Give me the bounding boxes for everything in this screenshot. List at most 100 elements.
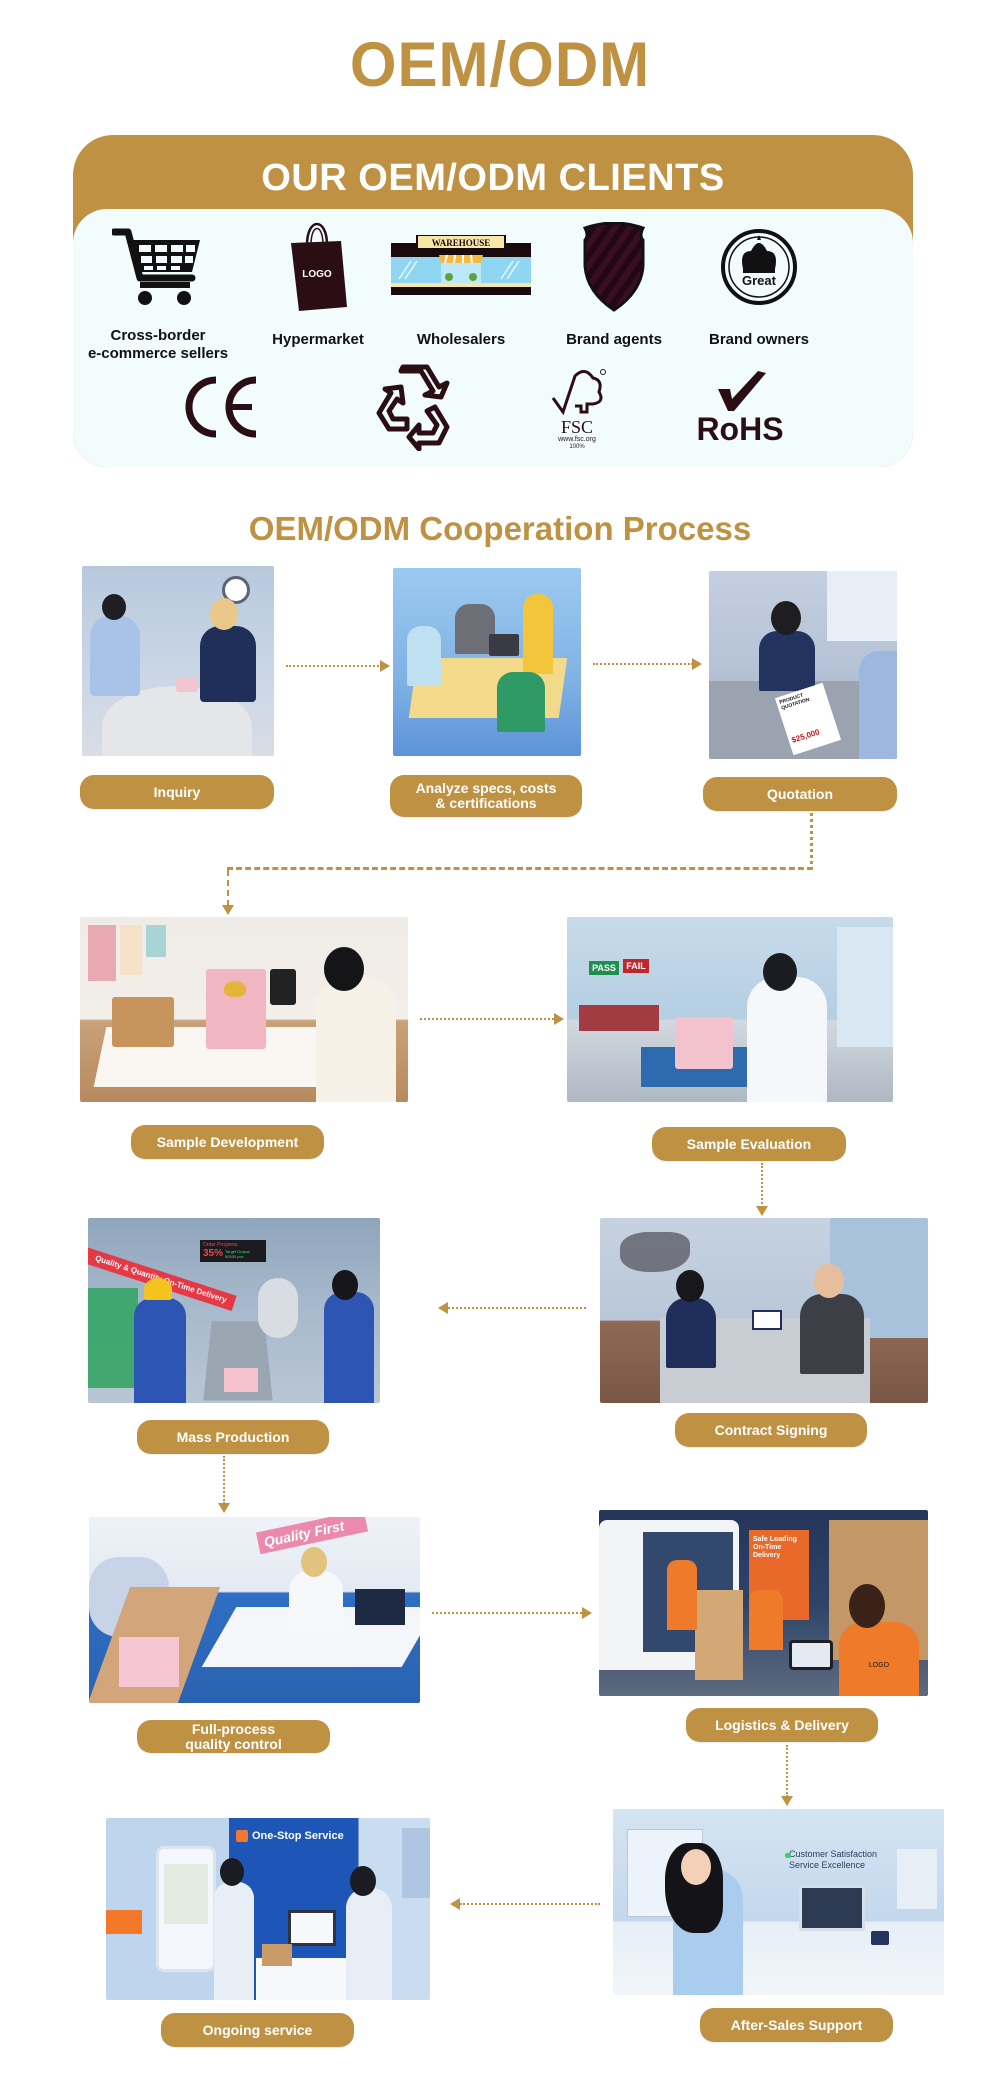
- step-label-inquiry: Inquiry: [80, 775, 274, 809]
- step-label-line2: & certifications: [435, 795, 537, 811]
- one-stop-sign: One-Stop Service: [236, 1830, 344, 1842]
- satisfaction-text: Customer Satisfaction Service Excellence: [789, 1849, 877, 1871]
- person-shape: [666, 1298, 716, 1368]
- connector-line: [420, 1018, 554, 1020]
- boxes-shape: [695, 1590, 743, 1680]
- arrow-right-icon: [554, 1013, 564, 1025]
- tablet-shape: [789, 1640, 833, 1670]
- monitor-shape: [288, 1910, 336, 1946]
- clients-body: Cross-border e-commerce sellers LOGO Hyp…: [73, 209, 913, 467]
- connector-line: [786, 1745, 788, 1797]
- client-label-line2: e-commerce sellers: [87, 345, 229, 362]
- person-head: [210, 598, 238, 630]
- person-shape: [407, 626, 441, 686]
- step-label-analyze: Analyze specs, costs & certifications: [390, 775, 582, 817]
- inspector-shape: [289, 1571, 343, 1631]
- connector-line: [810, 813, 813, 870]
- client-label: Brand agents: [566, 331, 662, 348]
- step-label-contract-signing: Contract Signing: [675, 1413, 867, 1447]
- swatch-shape: [146, 925, 166, 957]
- rohs-text: RoHS: [696, 411, 784, 447]
- client-item-brand-owners: Great Brand owners: [669, 217, 849, 349]
- client-item-cross-border: Cross-border e-commerce sellers: [68, 217, 248, 363]
- worker-vest: LOGO: [839, 1622, 919, 1696]
- fsc-text: FSC: [560, 416, 594, 437]
- on-time-delivery-text: On-Time Delivery: [753, 1544, 782, 1559]
- arrow-down-icon: [781, 1796, 793, 1806]
- analyze-illustration: [393, 568, 581, 756]
- person-head: [763, 953, 797, 991]
- client-label: Wholesalers: [416, 331, 506, 348]
- service-excellence-text: Service Excellence: [789, 1860, 866, 1870]
- warehouse-store-icon: WAREHOUSE: [371, 213, 551, 317]
- agent-head: [681, 1849, 711, 1885]
- worker-head: [849, 1584, 885, 1628]
- client-item-wholesalers: WAREHOUSE Wholesalers: [371, 213, 551, 349]
- svg-text:LOGO: LOGO: [302, 269, 332, 280]
- pink-box-shape: [224, 1368, 258, 1392]
- quotation-price: $25,000: [790, 727, 821, 745]
- svg-text:WAREHOUSE: WAREHOUSE: [432, 238, 491, 248]
- worker-vest: [667, 1560, 697, 1630]
- step-label-ongoing-service: Ongoing service: [161, 2013, 354, 2047]
- crown-seal-icon: Great: [669, 217, 849, 317]
- pass-sign: PASS: [589, 961, 619, 975]
- arrow-left-icon: [450, 1898, 460, 1910]
- connector-line: [593, 663, 693, 665]
- status-led-icon: [785, 1853, 791, 1858]
- quotation-illustration: PRODUCT QUOTATION $25,000: [709, 571, 897, 759]
- person-head: [771, 601, 801, 635]
- arrow-right-icon: [692, 658, 702, 670]
- contract-signing-illustration: [600, 1218, 928, 1403]
- window-shape: [827, 571, 897, 641]
- pink-box-shape: [675, 1017, 733, 1069]
- arrow-down-icon: [218, 1503, 230, 1513]
- green-bins-shape: [88, 1288, 138, 1388]
- step-label-after-sales: After-Sales Support: [700, 2008, 893, 2042]
- person-shape: [859, 651, 897, 759]
- shopping-cart-icon: [68, 217, 248, 317]
- rohs-check-icon: RoHS: [685, 359, 795, 455]
- step-label-line2: quality control: [185, 1735, 282, 1752]
- inquiry-illustration: [82, 566, 274, 756]
- tool-board-shape: [402, 1828, 430, 1898]
- swatch-shape: [120, 925, 142, 975]
- person-shape: [200, 626, 256, 702]
- person-head: [102, 594, 126, 620]
- person-shape: [800, 1294, 864, 1374]
- person-shape: [747, 977, 827, 1102]
- sample-development-illustration: [80, 917, 408, 1102]
- step-label-line1: Full-process: [191, 1720, 276, 1737]
- person-shape: [497, 672, 545, 732]
- truck-icon: [106, 1910, 142, 1934]
- customer-satisfaction-text: Customer Satisfaction: [789, 1849, 878, 1859]
- order-progress-board: Order Progress: 35% Target Output: 50000…: [200, 1240, 266, 1262]
- swatch-shape: [88, 925, 116, 981]
- laptop-shape: [489, 634, 519, 656]
- contract-paper: [752, 1310, 782, 1330]
- wood-box-shape: [112, 997, 174, 1047]
- step-label-logistics: Logistics & Delivery: [686, 1708, 878, 1742]
- connector-line: [448, 1307, 586, 1309]
- worker-shape: [134, 1298, 186, 1403]
- mass-production-illustration: Quality & Quantity On-Time Delivery Orde…: [88, 1218, 380, 1403]
- worker-vest: [749, 1590, 783, 1650]
- arrow-down-icon: [222, 905, 234, 915]
- fsc-tree-icon: FSC www.fsc.org 100%: [537, 361, 617, 457]
- client-item-brand-agents: Brand agents: [524, 217, 704, 349]
- step-label-sample-development: Sample Development: [131, 1125, 324, 1159]
- person-shape: [90, 616, 140, 696]
- butterfly-icon: [224, 981, 246, 997]
- clients-heading: OUR OEM/ODM CLIENTS: [261, 157, 725, 199]
- one-stop-logo-icon: [236, 1830, 248, 1842]
- person-head: [220, 1858, 244, 1886]
- person-head: [814, 1264, 844, 1298]
- connector-line: [432, 1612, 582, 1614]
- person-shape: [316, 977, 396, 1102]
- person-shape: [523, 594, 553, 674]
- client-label: Hypermarket: [272, 331, 364, 348]
- sample-evaluation-illustration: PASS FAIL: [567, 917, 893, 1102]
- connector-line: [286, 665, 382, 667]
- recycle-icon: [368, 361, 464, 453]
- svg-text:Great: Great: [742, 273, 777, 288]
